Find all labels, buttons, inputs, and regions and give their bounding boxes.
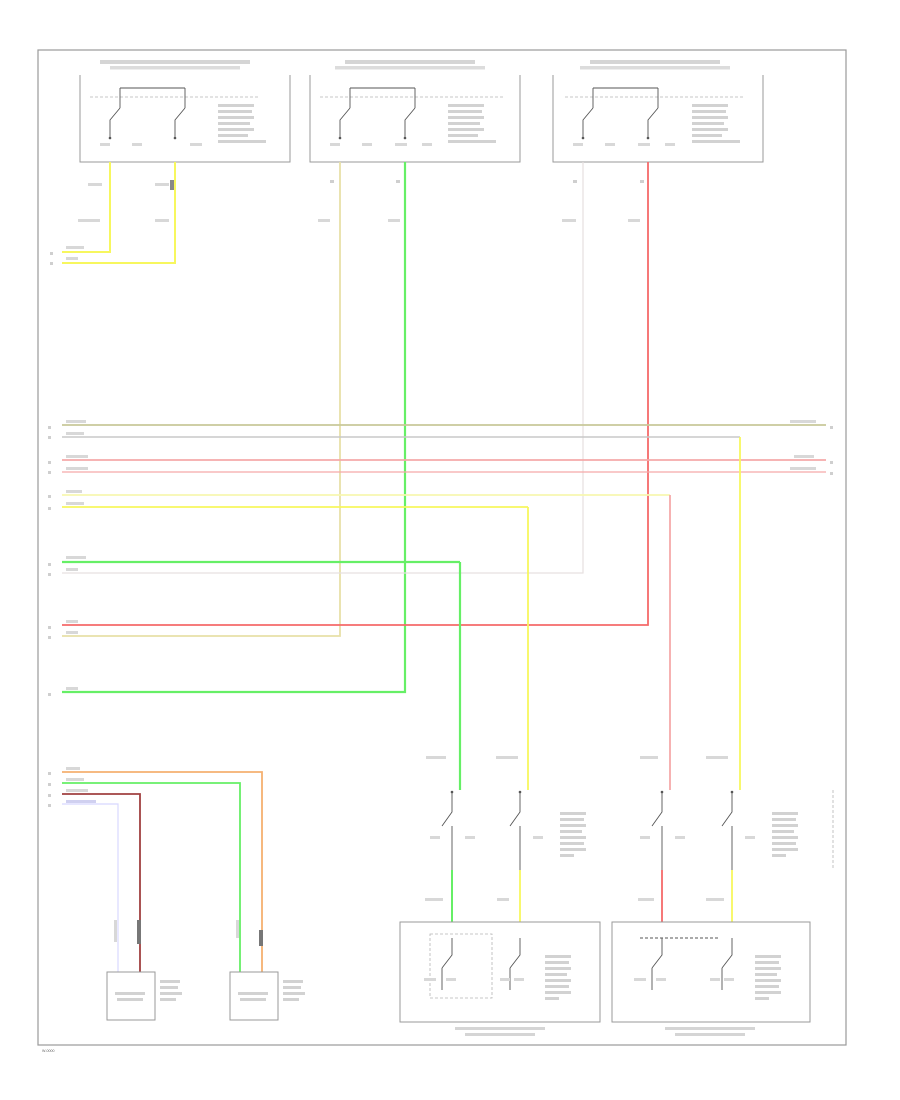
top-center-switch-box: [309, 60, 521, 163]
lower-switch-left-pair: [430, 790, 586, 870]
wires-to-lower-switches: [426, 437, 741, 790]
top-right-switch-box: [552, 60, 764, 163]
outer-frame: [37, 49, 847, 1046]
horizontal-bus: [48, 420, 833, 696]
lower-stub-wires: [425, 870, 733, 922]
top-left-switch-box: [79, 60, 291, 163]
bottom-right-control-box: [611, 921, 811, 1036]
wires-top-left: [50, 162, 176, 265]
bottom-left-control-box: [399, 921, 601, 1036]
sensor-left: [106, 971, 182, 1021]
footer-code: W-0000: [42, 1049, 55, 1053]
lower-switch-right-pair: [640, 790, 834, 870]
wires-top-center: [62, 162, 407, 694]
sensor-right: [229, 971, 305, 1021]
wires-top-right: [62, 162, 649, 626]
sensor-wires: [48, 767, 263, 972]
